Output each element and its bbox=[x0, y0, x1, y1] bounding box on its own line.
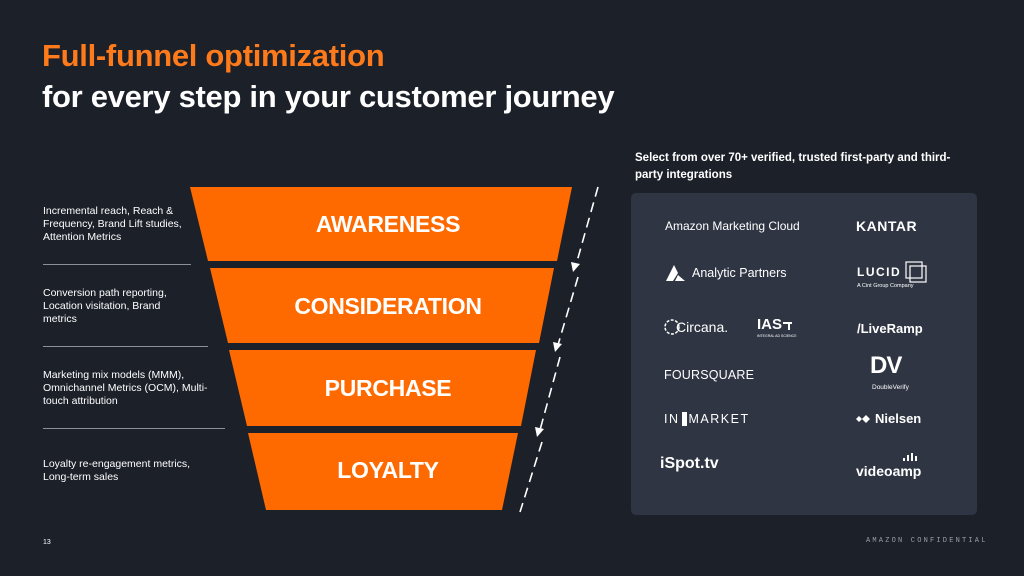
slide-title-line-1: Full-funnel optimization bbox=[42, 38, 385, 73]
partner-name: Nielsen bbox=[875, 411, 922, 426]
divider-2 bbox=[43, 346, 208, 347]
analytic-partners-logo-icon bbox=[666, 265, 685, 281]
partner-name: Circana. bbox=[676, 319, 729, 335]
partner-name: LUCID bbox=[857, 265, 902, 279]
partner-inmarket: IN MARKET bbox=[664, 412, 750, 426]
videoamp-bars-icon bbox=[903, 453, 917, 461]
confidential-label: AMAZON CONFIDENTIAL bbox=[866, 537, 988, 545]
nielsen-diamond-icon bbox=[856, 414, 870, 423]
stage-label-awareness: AWARENESS bbox=[315, 211, 461, 237]
funnel-stage-consideration bbox=[210, 268, 554, 343]
partner-name: IN bbox=[664, 412, 680, 426]
flow-dashed-line bbox=[519, 186, 599, 513]
partner-foursquare: FOURSQUARE bbox=[664, 368, 755, 382]
partner-amazon-marketing-cloud: Amazon Marketing Cloud bbox=[665, 219, 800, 233]
stage-label-loyalty: LOYALTY bbox=[337, 457, 439, 483]
funnel-stage-purchase bbox=[229, 350, 536, 426]
consideration-description: Conversion path reporting, Location visi… bbox=[43, 287, 167, 325]
lucid-tagline: A Cint Group Company bbox=[857, 283, 914, 289]
partner-circana: Circana. bbox=[663, 318, 728, 336]
slide-title-line-2: for every step in your customer journey bbox=[42, 79, 615, 114]
partner-analytic-partners: Analytic Partners bbox=[665, 264, 786, 282]
integrations-heading: Select from over 70+ verified, trusted f… bbox=[635, 152, 951, 181]
partner-liveramp: /LiveRamp bbox=[857, 321, 923, 336]
purchase-description: Marketing mix models (MMM), Omnichannel … bbox=[43, 369, 208, 407]
partner-videoamp: videoamp bbox=[856, 463, 922, 479]
partner-name: IAS bbox=[757, 316, 783, 333]
loyalty-description: Loyalty re-engagement metrics, Long-term… bbox=[43, 458, 191, 483]
arrow-down-icon bbox=[535, 427, 544, 437]
ias-mark-icon bbox=[783, 321, 793, 330]
partner-lucid: LUCID bbox=[857, 261, 927, 283]
awareness-description: Incremental reach, Reach & Frequency, Br… bbox=[43, 205, 182, 243]
arrow-down-icon bbox=[571, 262, 580, 272]
inmarket-bar-icon bbox=[681, 412, 687, 426]
stage-label-purchase: PURCHASE bbox=[324, 375, 452, 401]
partner-nielsen: Nielsen bbox=[856, 411, 921, 426]
circana-ring-icon bbox=[664, 319, 680, 335]
funnel-stage-awareness bbox=[190, 187, 572, 261]
partner-name-suffix: MARKET bbox=[688, 412, 750, 426]
arrow-down-icon bbox=[553, 342, 562, 352]
partner-kantar: KANTAR bbox=[856, 218, 918, 234]
ias-tagline: INTEGRAL AD SCIENCE bbox=[757, 334, 797, 338]
lucid-squares-icon bbox=[905, 261, 927, 283]
dv-tagline: DoubleVerify bbox=[872, 384, 909, 391]
partner-ispot: iSpot.tv bbox=[660, 455, 719, 472]
partner-ias: IAS bbox=[757, 316, 793, 333]
divider-3 bbox=[43, 428, 225, 429]
partner-name: Analytic Partners bbox=[692, 266, 787, 280]
partner-dv: DV bbox=[870, 352, 902, 379]
divider-1 bbox=[43, 264, 191, 265]
stage-label-consideration: CONSIDERATION bbox=[294, 293, 482, 319]
page-number: 13 bbox=[43, 539, 51, 546]
integrations-panel bbox=[631, 193, 977, 515]
flow-arrowheads bbox=[535, 262, 580, 437]
funnel-stage-loyalty bbox=[248, 433, 518, 510]
